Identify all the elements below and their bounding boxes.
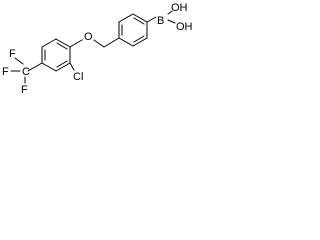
atom-label: B	[157, 15, 164, 27]
chloro-substituent: Cl	[69, 62, 83, 83]
bond	[41, 38, 57, 48]
double-bond-inner	[56, 60, 68, 68]
atom-label: C	[22, 66, 30, 78]
bond	[14, 57, 24, 65]
double-bond-inner	[133, 17, 145, 25]
atom-label: F	[2, 66, 9, 78]
bond	[167, 19, 176, 24]
bond	[118, 13, 134, 23]
bond	[118, 37, 134, 47]
boronic-acid-group: B OH OH	[146, 2, 193, 33]
atom-label: F	[21, 84, 28, 96]
atom-label: O	[84, 31, 93, 43]
bond	[132, 13, 148, 23]
bond	[167, 10, 173, 15]
atom-label: OH	[171, 2, 188, 14]
double-bond-inner	[56, 42, 68, 50]
bond	[69, 62, 75, 71]
right-benzene-ring	[118, 13, 148, 47]
trifluoromethyl-group: C F F F	[2, 48, 43, 96]
ether-linkage: O	[69, 31, 120, 48]
bond	[55, 38, 71, 48]
double-bond-inner	[133, 35, 145, 43]
bond	[103, 37, 120, 48]
bond	[55, 62, 71, 72]
atom-label: F	[9, 48, 16, 60]
bond	[132, 37, 148, 47]
bond	[41, 62, 57, 72]
atom-label: Cl	[73, 71, 83, 83]
bond	[93, 39, 105, 48]
bond	[27, 62, 43, 72]
left-benzene-ring	[41, 38, 71, 72]
bond	[146, 16, 157, 23]
bond	[69, 39, 83, 48]
chemical-structure: C F F F Cl O B OH OH	[2, 2, 193, 96]
atom-label: OH	[176, 21, 193, 33]
